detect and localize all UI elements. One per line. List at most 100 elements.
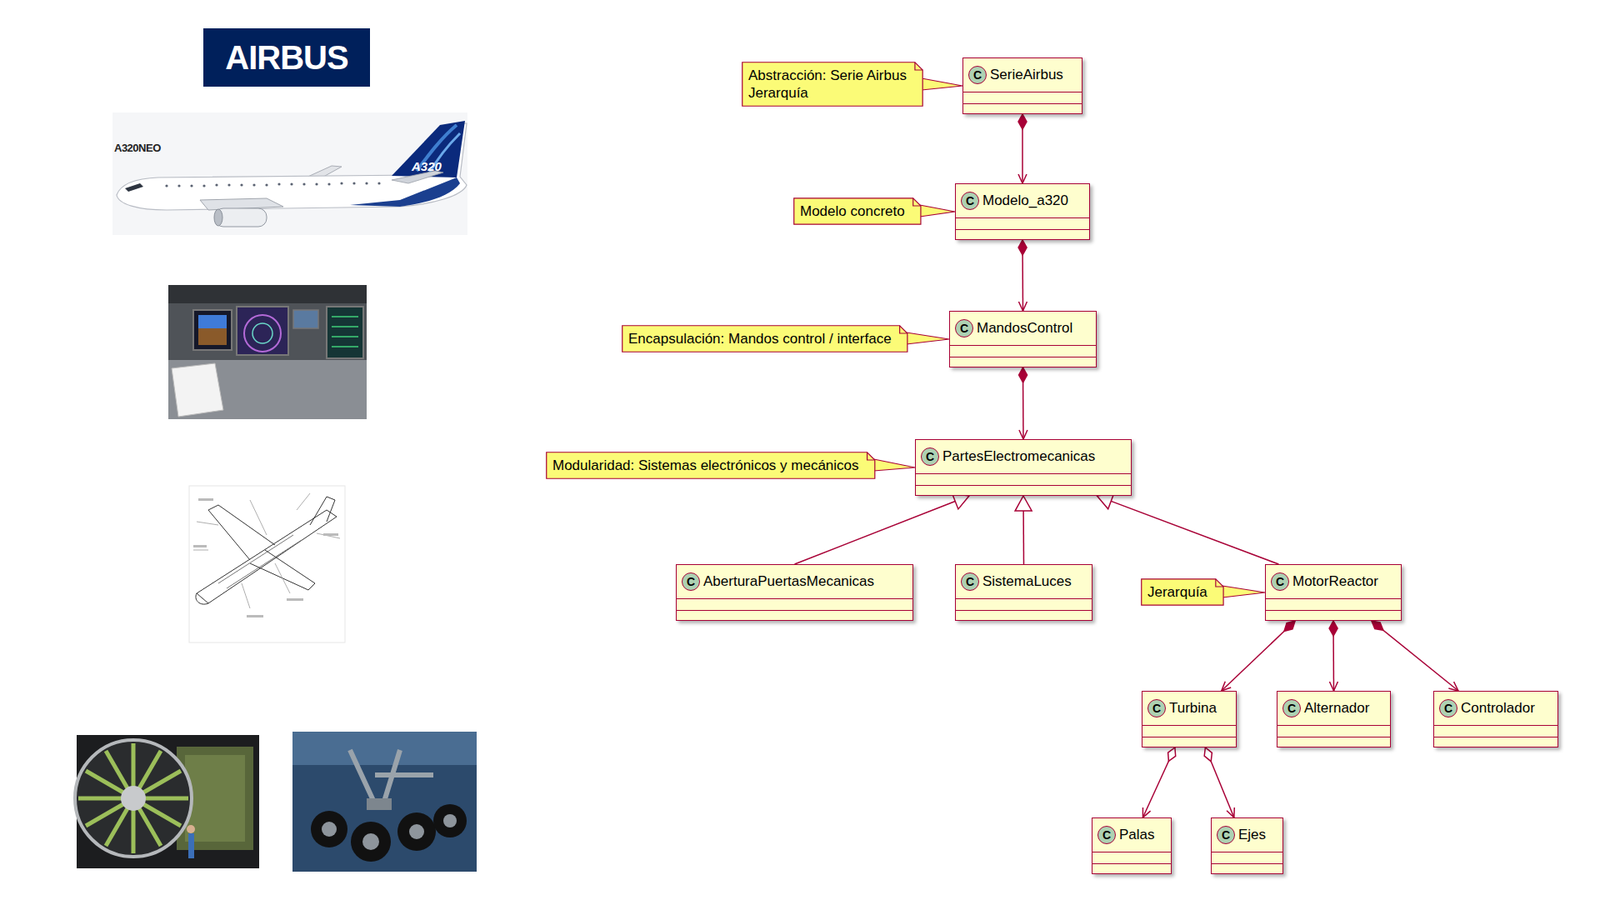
note-text: Encapsulación: Mandos control / interfac… [628, 330, 892, 348]
class-icon: C [955, 319, 974, 338]
composition-diamond [1018, 114, 1027, 130]
class-header: CMotorReactor [1265, 565, 1401, 599]
class-box: CTurbina [1141, 690, 1237, 748]
class-header: CAlternador [1277, 691, 1390, 725]
class-connector [1142, 747, 1175, 818]
cockpit-photo [168, 285, 367, 420]
note-box: Modelo concreto [793, 197, 922, 225]
note-fold [1215, 578, 1224, 586]
connector-line [1221, 620, 1295, 691]
class-icon: C [920, 447, 940, 466]
class-compartment [955, 217, 1090, 230]
note-pointer [920, 205, 955, 217]
class-name: Ejes [1238, 826, 1266, 844]
class-box: CEjes [1210, 817, 1284, 875]
class-compartment [1434, 736, 1558, 749]
note-pointer [874, 459, 915, 471]
class-header: CControlador [1434, 691, 1558, 725]
class-icon: C [1439, 699, 1458, 718]
class-compartment [1277, 725, 1390, 737]
class-header: CEjes [1211, 818, 1283, 852]
class-compartment [1142, 736, 1236, 749]
class-compartment [676, 610, 913, 622]
class-box: CModelo_a320 [955, 183, 1090, 240]
engine-photo [75, 735, 260, 869]
class-compartment [676, 598, 913, 610]
arrow-head [1221, 681, 1231, 691]
generalization-head [1015, 495, 1032, 511]
class-name: MotorReactor [1292, 573, 1379, 590]
class-connector [795, 493, 970, 565]
arrow-head [1142, 807, 1150, 818]
class-icon: C [1147, 699, 1166, 718]
class-compartment [915, 485, 1131, 497]
note-text: Jerarquía [748, 84, 907, 102]
arrow-head [1226, 807, 1235, 818]
aggregation-diamond [1168, 747, 1176, 761]
class-icon: C [960, 572, 980, 591]
arrow-head [1448, 681, 1459, 691]
class-icon: C [968, 65, 987, 85]
class-box: CSerieAirbus [962, 57, 1083, 115]
note-shape [1141, 578, 1224, 605]
composition-diamond [1284, 620, 1295, 631]
class-compartment [1434, 725, 1558, 737]
logo-text: AIRBUS [203, 28, 370, 87]
arrow-head [1018, 301, 1027, 311]
class-box: CSistemaLuces [955, 564, 1093, 621]
note-connector [906, 332, 950, 345]
class-header: CPalas [1092, 818, 1171, 852]
note-box: Modularidad: Sistemas electrónicos y mec… [545, 451, 876, 480]
class-connector [1019, 367, 1028, 440]
composition-diamond [1018, 240, 1027, 255]
note-box: Abstracción: Serie AirbusJerarquía [741, 61, 924, 107]
class-compartment [955, 610, 1092, 622]
class-compartment [1265, 610, 1401, 622]
composition-diamond [1371, 620, 1384, 630]
class-box: CPalas [1091, 817, 1172, 875]
class-header: CMandosControl [950, 311, 1096, 345]
note-pointer [921, 78, 963, 90]
class-name: SistemaLuces [982, 573, 1072, 590]
class-compartment [963, 103, 1082, 115]
note-fold [867, 451, 875, 460]
aircraft-drawing [112, 112, 468, 235]
tail-marking: A320 [411, 159, 442, 174]
class-compartment [1211, 863, 1283, 875]
note-pointer [1222, 585, 1265, 598]
class-compartment [1277, 736, 1390, 749]
arrow-head [1018, 174, 1027, 184]
class-header: CPartesElectromecanicas [915, 440, 1131, 474]
class-connector [1204, 747, 1235, 818]
note-shape [622, 325, 908, 351]
class-compartment [1092, 863, 1171, 875]
class-compartment [1265, 598, 1401, 610]
class-header: CTurbina [1142, 691, 1236, 725]
note-text: Jerarquía [1147, 583, 1208, 601]
class-header: CModelo_a320 [955, 184, 1090, 218]
class-compartment [1092, 851, 1171, 864]
class-connector [1015, 495, 1032, 565]
class-name: SerieAirbus [990, 66, 1064, 84]
class-connector [1018, 240, 1027, 311]
note-connector [921, 78, 963, 90]
class-name: Modelo_a320 [982, 192, 1069, 210]
class-header: CSistemaLuces [955, 565, 1092, 599]
class-compartment [950, 356, 1096, 369]
model-caption: A320NEO [114, 141, 161, 155]
class-box: CMotorReactor [1265, 564, 1402, 621]
class-name: Controlador [1460, 700, 1535, 717]
class-icon: C [681, 572, 700, 591]
class-box: CMandosControl [949, 310, 1097, 368]
connector-line [1142, 747, 1175, 818]
class-connector [1329, 620, 1338, 691]
class-connector [1221, 620, 1295, 691]
class-header: CAberturaPuertasMecanicas [676, 565, 913, 599]
class-box: CControlador [1433, 690, 1559, 748]
note-text: Modularidad: Sistemas electrónicos y mec… [552, 456, 860, 475]
landing-gear-photo [292, 731, 477, 872]
connector-line [795, 501, 956, 565]
